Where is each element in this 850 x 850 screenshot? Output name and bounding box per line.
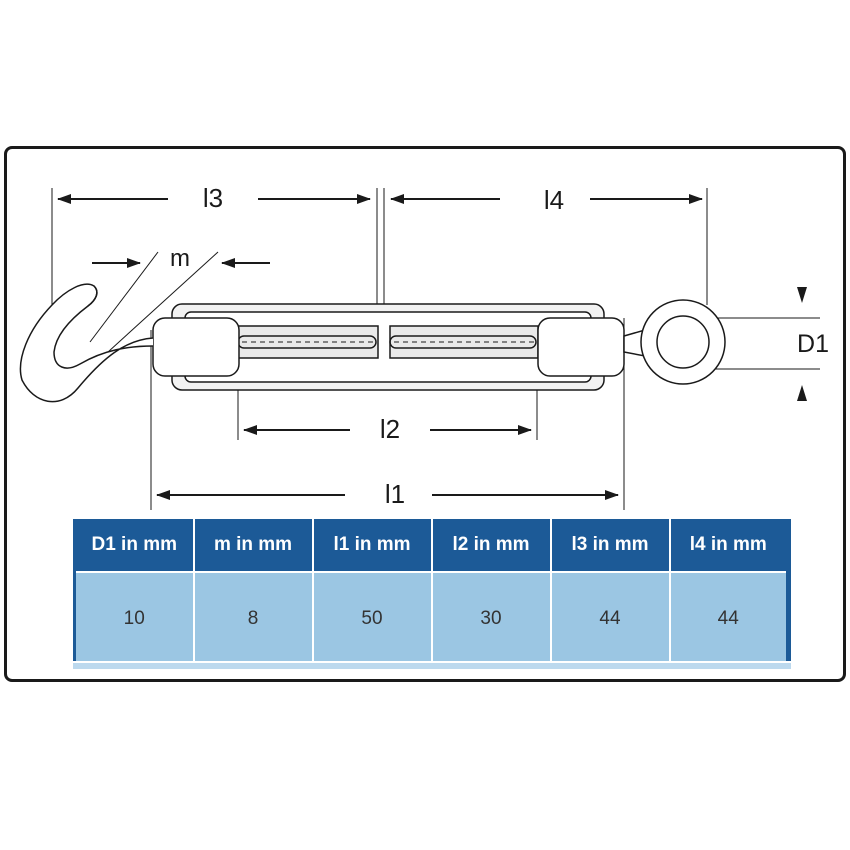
value-l2: 30 [430, 571, 552, 665]
value-l3: 44 [549, 571, 671, 665]
d1-arrows [797, 287, 807, 401]
header-l1: l1 in mm [311, 519, 433, 572]
label-d1: D1 [797, 330, 829, 358]
label-m: m [170, 245, 190, 272]
label-l2: l2 [380, 414, 400, 444]
spec-table: D1 in mm m in mm l1 in mm l2 in mm l3 in… [73, 519, 791, 665]
header-m: m in mm [192, 519, 314, 572]
header-d1: D1 in mm [73, 519, 195, 572]
table-row: 10 8 50 30 44 44 [73, 571, 791, 665]
value-l1: 50 [311, 571, 433, 665]
header-l3: l3 in mm [549, 519, 671, 572]
label-l4: l4 [544, 185, 564, 215]
dimension-arrows [57, 194, 703, 500]
header-l2: l2 in mm [430, 519, 552, 572]
value-m: 8 [192, 571, 314, 665]
eye-icon [623, 299, 726, 385]
turnbuckle-body-icon [152, 303, 625, 391]
d1-arrow-up [797, 385, 807, 401]
d1-arrow-down [797, 287, 807, 303]
table-footer-strip [73, 661, 791, 669]
label-l3: l3 [203, 183, 223, 213]
table-header-row: D1 in mm m in mm l1 in mm l2 in mm l3 in… [73, 519, 791, 572]
value-d1: 10 [73, 571, 195, 665]
label-l1: l1 [385, 479, 405, 509]
value-l4: 44 [668, 571, 791, 665]
header-l4: l4 in mm [668, 519, 791, 572]
hook-icon [19, 283, 154, 403]
